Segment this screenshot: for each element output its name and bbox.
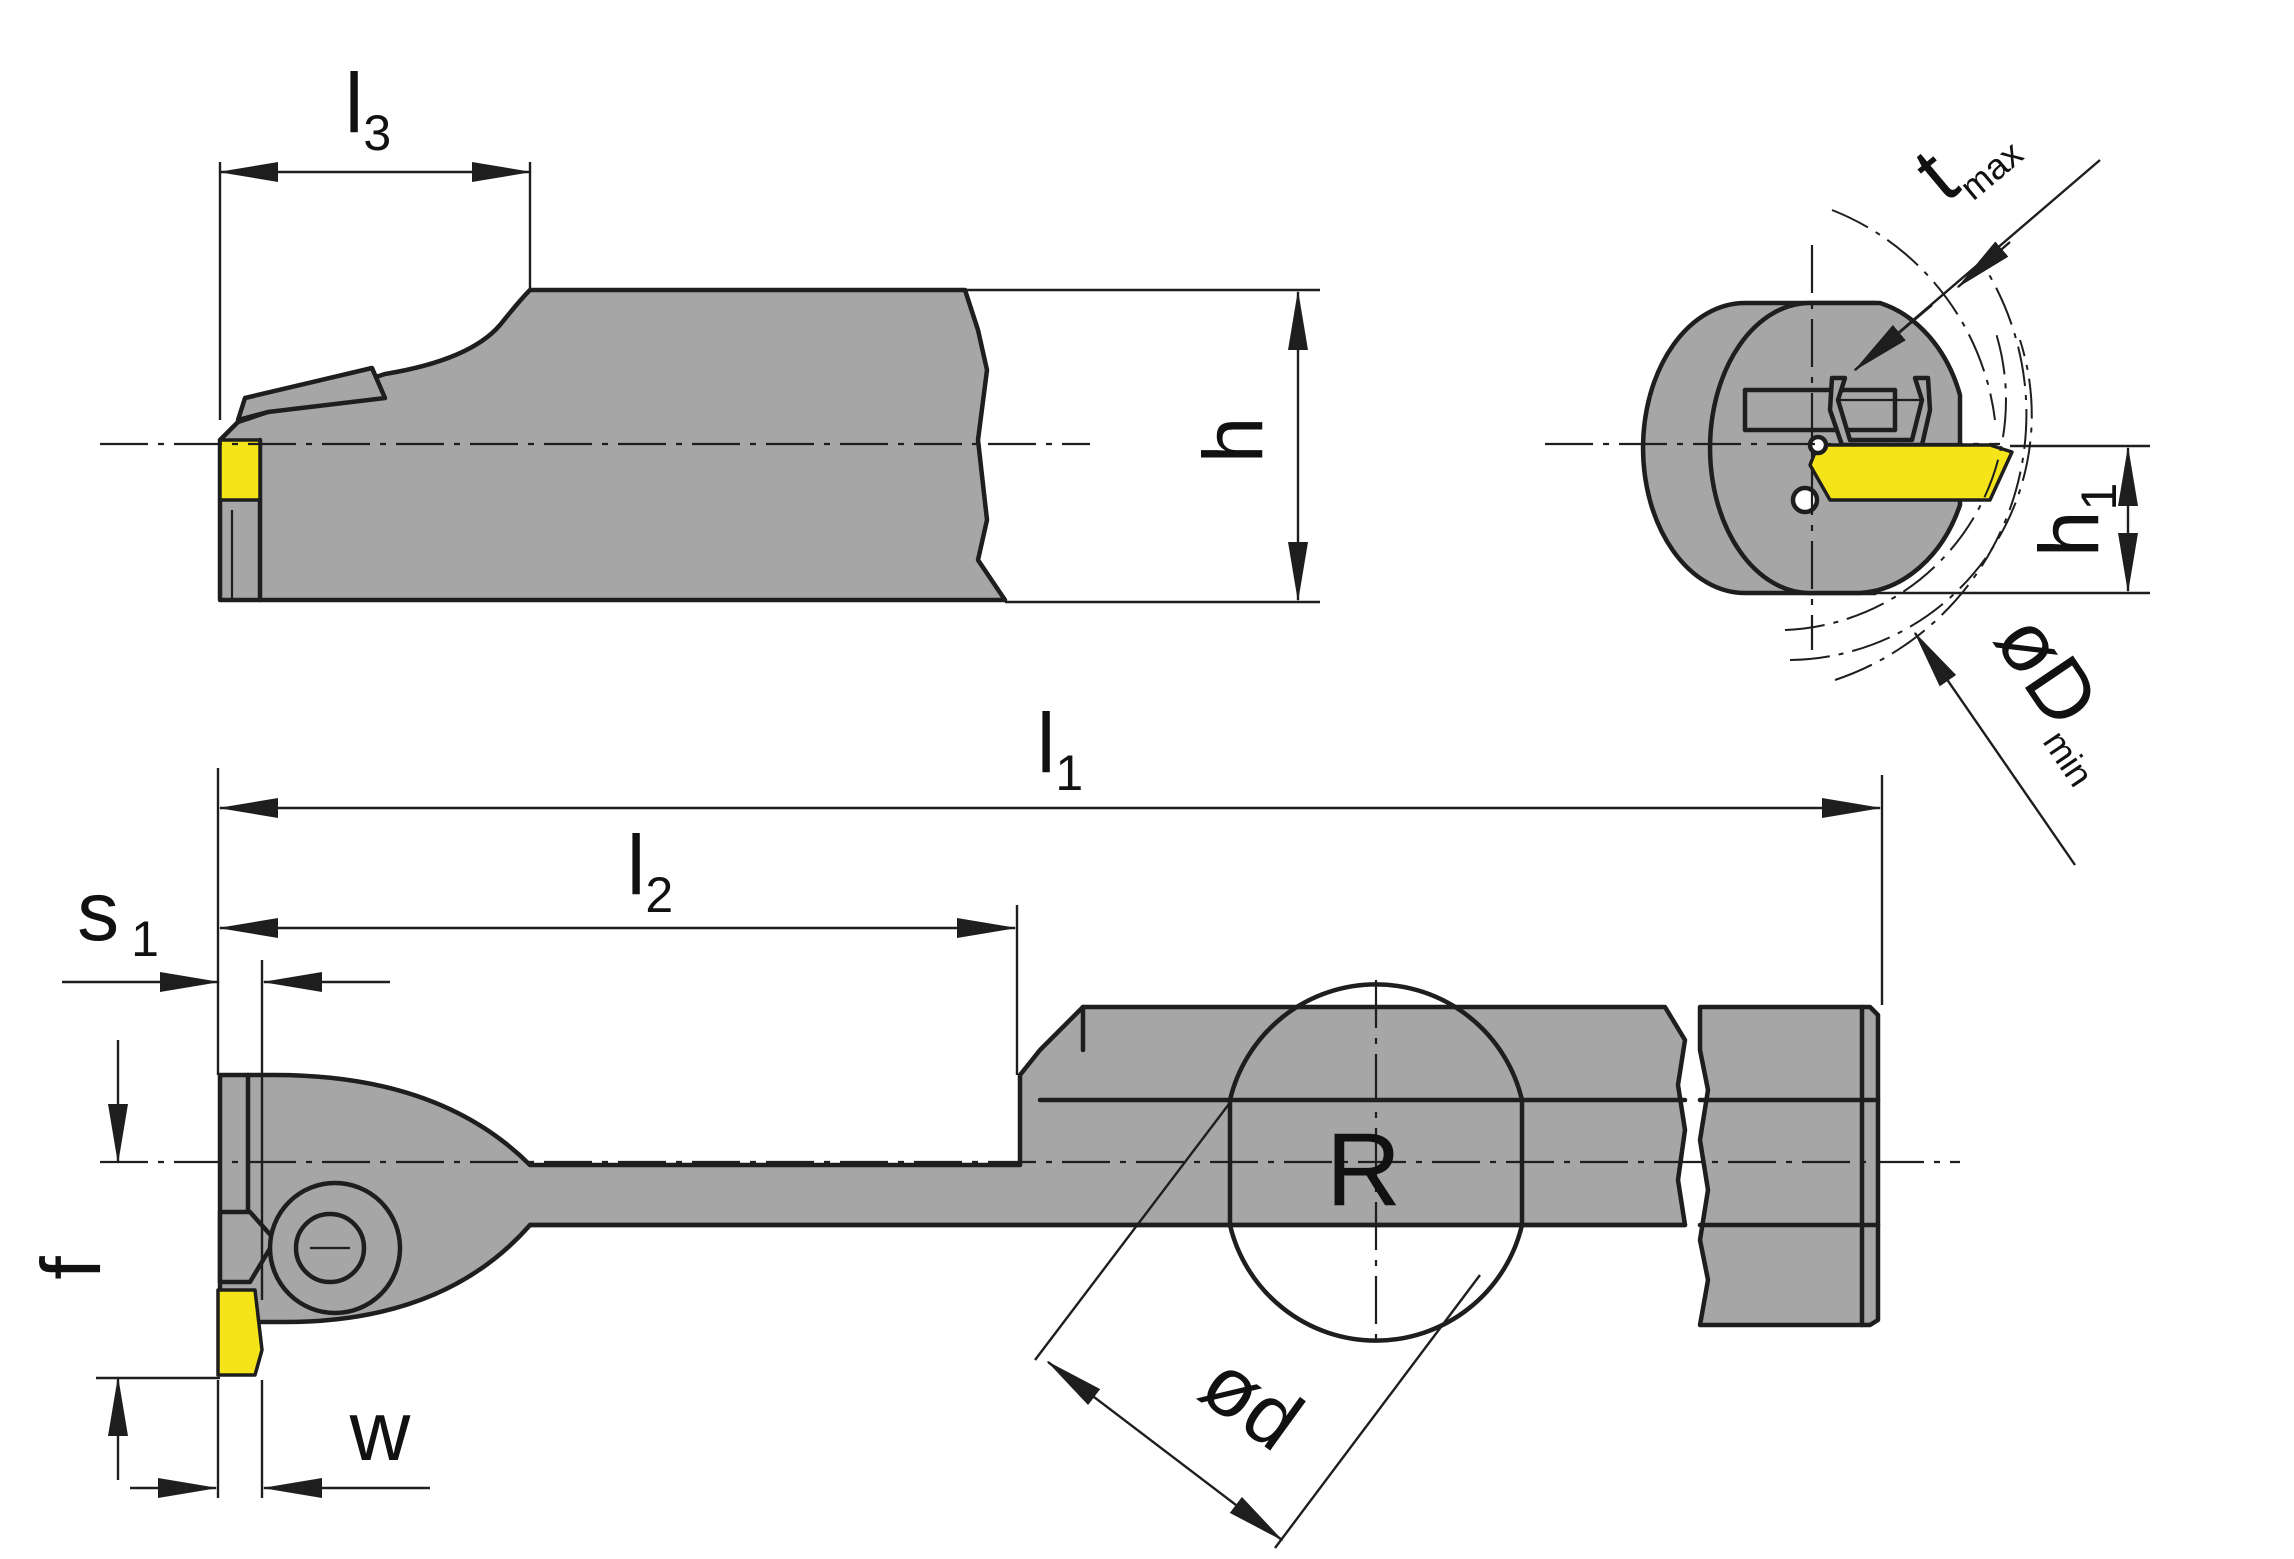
top-view: R bbox=[100, 980, 1960, 1377]
dimension-w: w bbox=[130, 1380, 430, 1498]
top-view-r-flat bbox=[1227, 982, 1525, 1343]
label-l3-sub: 3 bbox=[363, 105, 391, 161]
dimension-f: f bbox=[24, 1040, 220, 1480]
label-s1: s bbox=[77, 864, 119, 958]
label-f: f bbox=[24, 1256, 118, 1280]
hand-marker: R bbox=[1326, 1112, 1401, 1228]
label-w: w bbox=[349, 1384, 411, 1478]
dimension-h: h bbox=[965, 288, 1320, 604]
end-view-insert bbox=[1808, 443, 2014, 502]
label-l1: l bbox=[1037, 696, 1056, 790]
top-view-shank-end bbox=[1697, 1004, 1881, 1328]
side-view-body bbox=[217, 287, 1008, 603]
dimension-l1: l1 bbox=[216, 696, 1884, 1075]
dimension-h1: h1 bbox=[1860, 444, 2150, 595]
label-h: h bbox=[1186, 417, 1280, 464]
dimension-l3: l3 bbox=[218, 56, 532, 420]
side-view-insert bbox=[218, 438, 262, 502]
end-view-arc-1 bbox=[1784, 329, 2007, 631]
end-view-slot bbox=[1742, 387, 1898, 433]
dimension-l2: l2 bbox=[218, 818, 1019, 1075]
svg-text:øDmin: øDmin bbox=[1973, 597, 2151, 794]
label-l3: l bbox=[345, 56, 364, 150]
dimension-d-min: øDmin bbox=[1913, 597, 2151, 866]
label-l2-sub: 2 bbox=[645, 867, 673, 923]
label-s1-sub: 1 bbox=[131, 911, 159, 967]
label-l2: l bbox=[627, 818, 646, 912]
end-view-arc-3 bbox=[1834, 259, 2028, 681]
end-view-arc-4 bbox=[1831, 209, 1996, 421]
side-view bbox=[100, 287, 1090, 603]
top-view-insert bbox=[216, 1288, 264, 1377]
label-d-small: ød bbox=[1185, 1335, 1320, 1469]
label-h1: h bbox=[2022, 511, 2116, 558]
svg-text:tmax: tmax bbox=[1896, 87, 2030, 222]
label-h1-sub: 1 bbox=[2071, 483, 2127, 511]
svg-text:l3: l3 bbox=[345, 56, 391, 161]
end-view bbox=[1545, 209, 2033, 681]
svg-text:l1: l1 bbox=[1037, 696, 1083, 801]
svg-text:h1: h1 bbox=[2022, 483, 2127, 558]
svg-text:l2: l2 bbox=[627, 818, 673, 923]
top-view-body bbox=[217, 1004, 1688, 1325]
svg-text:s1: s1 bbox=[77, 864, 159, 967]
label-l1-sub: 1 bbox=[1055, 745, 1083, 801]
label-d-big: øD bbox=[1978, 597, 2119, 742]
side-view-clamp bbox=[235, 365, 388, 423]
